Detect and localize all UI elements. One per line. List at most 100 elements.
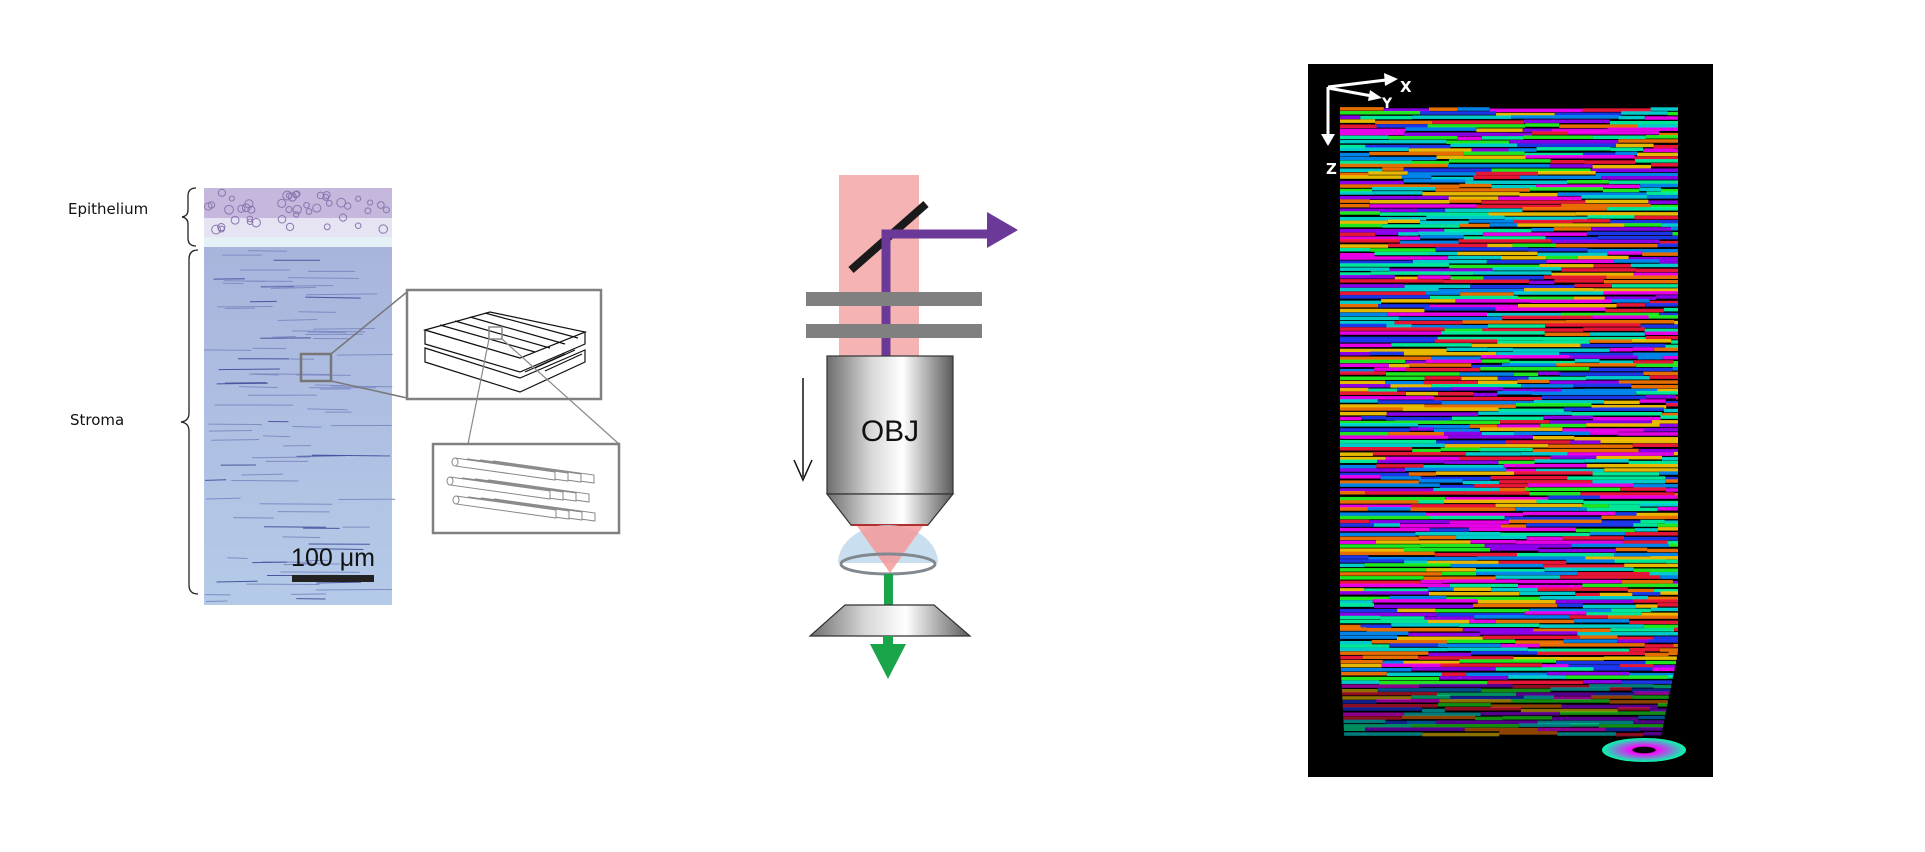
fiber-stripe [1478,411,1572,415]
fiber-stripe [1567,180,1609,184]
fiber-stripe [1617,639,1649,643]
fiber-stripe [1340,303,1379,308]
fiber-stripe [1529,608,1612,613]
fiber-stripe [1566,559,1615,563]
fiber-stripe [1427,560,1499,565]
fiber-stripe [1532,448,1639,453]
fiber-stripe [1549,420,1652,424]
fiber-stripe [1660,575,1678,579]
lamella-line [218,368,280,371]
fiber-stripe [1340,260,1413,265]
fiber-stripe [1586,423,1660,427]
fiber-stripe [1340,627,1367,631]
fiber-stripe [1340,272,1371,276]
fiber-stripe [1473,392,1498,397]
fiber-stripe [1621,580,1673,584]
fiber-stripe [1397,387,1452,391]
lamella-line [307,331,346,334]
fiber-stripe [1444,444,1549,448]
fiber-stripe [1529,491,1581,496]
fiber-stripe [1390,384,1432,388]
fiber-stripe [1397,608,1436,613]
fiber-stripe [1394,420,1501,424]
fiber-stripe [1443,431,1482,436]
lamella-line [307,408,348,411]
fiber-stripe [1644,331,1678,335]
fiber-stripe [1648,596,1678,601]
fiber-stripe [1340,624,1361,629]
fiber-stripe [1654,347,1678,352]
fiber-stripe [1364,563,1451,567]
fiber-stripe [1629,647,1660,652]
fiber-stripe [1340,308,1425,313]
fiber-stripe [1497,376,1529,380]
fiber-stripe [1491,184,1537,189]
fiber-stripe [1645,335,1678,340]
fiber-stripe [1584,459,1629,463]
fiber-stripe [1480,631,1578,635]
lamella-line [211,439,260,441]
fiber-stripe [1622,540,1668,544]
fiber-stripe [1610,628,1675,632]
fiber-stripe [1542,336,1646,341]
fiber-stripe [1616,732,1644,737]
fiber-stripe [1498,560,1567,565]
epithelial-cell [285,222,295,232]
fiber-stripe [1340,295,1430,299]
fiber-stripe [1497,424,1541,428]
fiber-stripe [1389,268,1493,272]
fiber-stripe [1548,495,1600,499]
fiber-stripe [1571,543,1669,548]
fiber-stripe [1360,115,1413,120]
fiber-stripe [1432,120,1524,124]
fiber-stripe [1340,172,1369,176]
fiber-stripe [1365,144,1451,149]
fiber-stripe [1340,583,1378,588]
lamella-line [267,284,333,287]
fiber-stripe [1340,371,1386,375]
fiber-stripe [1340,544,1421,548]
fiber-stripe [1418,656,1514,660]
lamella-line [271,336,296,338]
fiber-stripe [1659,423,1678,428]
lamella-line [277,318,317,321]
fiber-stripe [1633,484,1678,488]
fiber-stripe [1464,727,1538,732]
fiber-stripe [1375,231,1399,235]
fiber-stripe [1580,492,1675,496]
fiber-stripe [1433,487,1500,492]
fiber-stripe [1526,536,1563,541]
fiber-stripe [1481,200,1586,204]
fiber-stripe [1661,223,1678,227]
fiber-stripe [1424,404,1516,408]
fiber-stripe [1437,336,1543,341]
fiber-stripe [1361,415,1387,420]
fiber-stripe [1480,367,1590,371]
fiber-stripe [1512,684,1590,689]
fiber-stripe [1476,128,1523,132]
fiber-stripe [1630,263,1678,268]
fiber-stripe [1492,267,1562,271]
fiber-stripe [1436,440,1506,444]
fiber-stripe [1340,163,1449,168]
lamella-line [216,382,268,385]
fiber-stripe [1340,615,1381,620]
fiber-stripe [1420,235,1464,239]
epithelial-cell [382,206,390,214]
fiber-stripe [1500,524,1527,528]
lamella-line [311,454,391,457]
epithelial-cell [230,215,240,225]
fiber-stripe [1408,632,1481,637]
fiber-stripe [1555,599,1634,604]
fiber-stripe [1343,712,1405,717]
fiber-stripe [1340,228,1445,233]
fiber-stripe [1428,652,1471,657]
fiber-stripe [1673,643,1678,648]
fiber-stripe [1587,215,1635,219]
fiber-stripe [1340,459,1378,464]
fiber-stripe [1599,495,1677,499]
fiber-stripe [1340,107,1384,111]
fiber-stripe [1603,279,1678,284]
fiber-stripe [1464,491,1530,495]
fiber-stripe [1659,312,1678,317]
